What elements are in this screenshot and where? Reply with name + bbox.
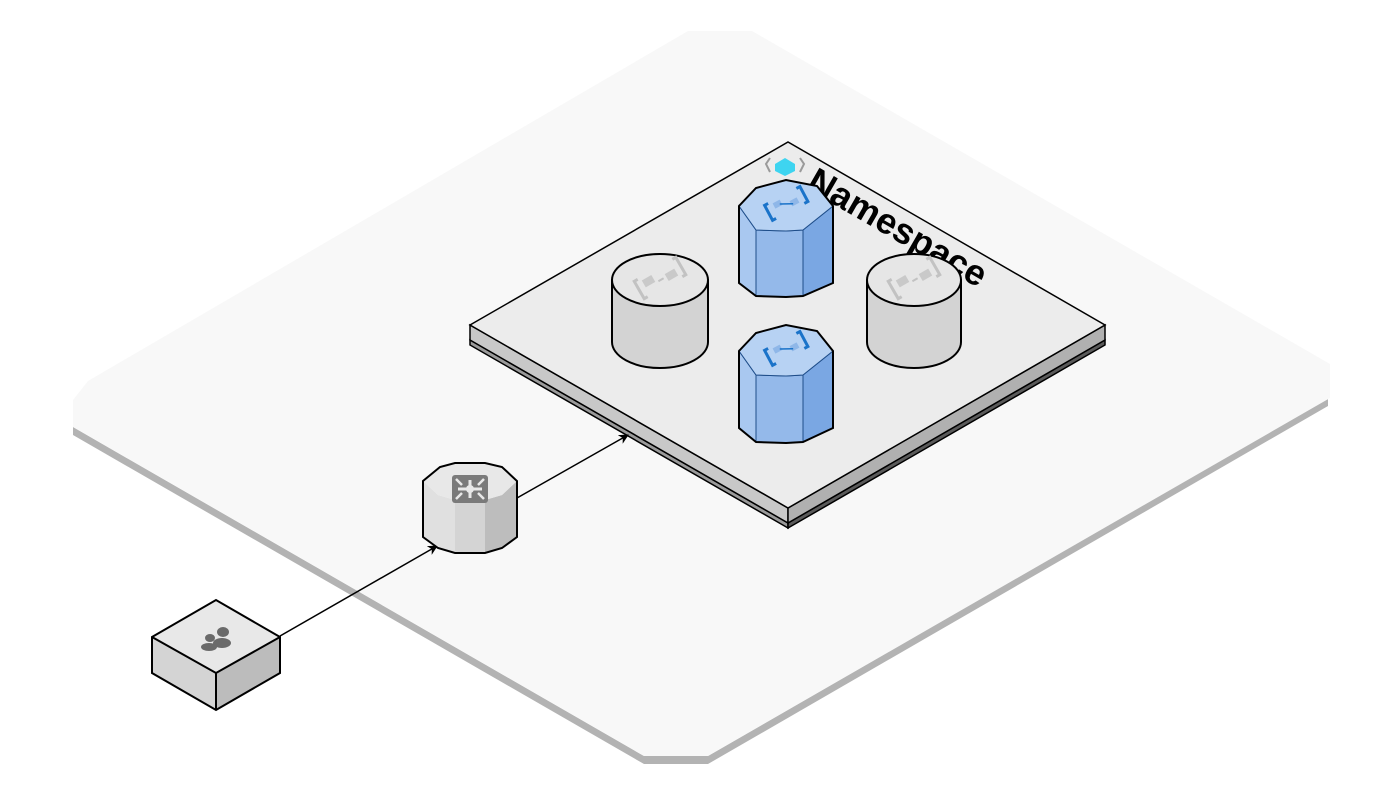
topic-bottom[interactable] xyxy=(738,323,834,445)
topic-top[interactable] xyxy=(738,178,834,299)
router-icon xyxy=(452,475,488,503)
queue-right[interactable] xyxy=(866,253,962,369)
user[interactable] xyxy=(151,598,281,712)
user-icon xyxy=(201,627,231,651)
namespace-icon xyxy=(764,157,806,176)
gateway[interactable] xyxy=(422,462,518,554)
topic-icon xyxy=(762,184,810,223)
queue-icon xyxy=(632,255,688,301)
connectors xyxy=(279,434,629,637)
queue-icon xyxy=(886,255,942,301)
queue-left[interactable] xyxy=(611,253,709,369)
edge-user-to-gateway xyxy=(279,545,438,637)
topic-icon xyxy=(762,329,810,368)
edge-gateway-to-namespace xyxy=(516,434,629,499)
